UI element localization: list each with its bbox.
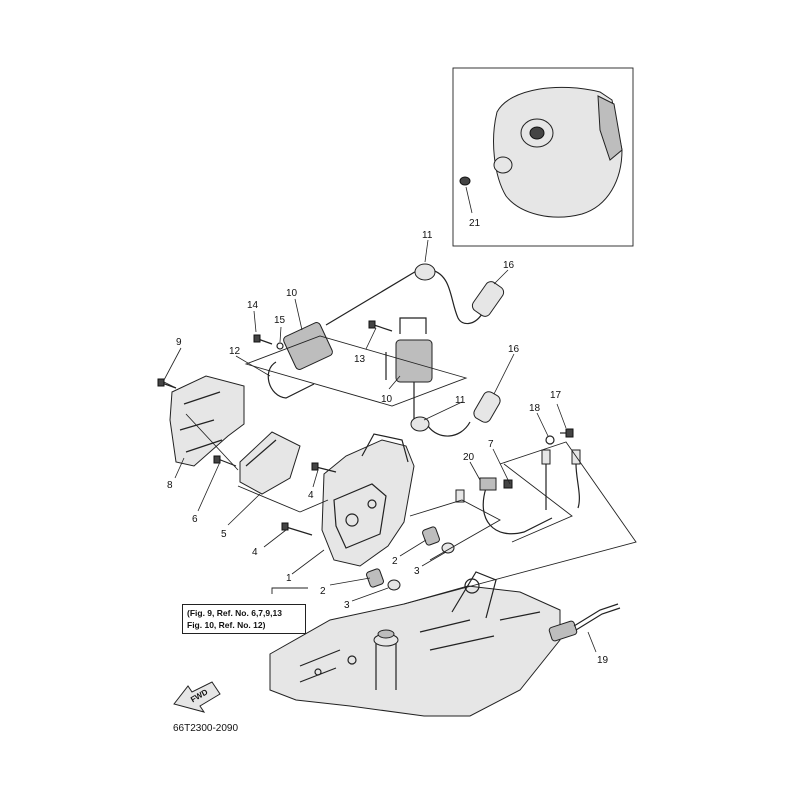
- ref-label-1: 1: [286, 573, 292, 584]
- fwd-arrow-icon: [173, 681, 221, 713]
- ref-label-13: 13: [354, 354, 366, 365]
- ref-label-3: 3: [414, 566, 420, 577]
- plug-21-icon: [459, 176, 471, 186]
- ref-label-19: 19: [597, 655, 609, 666]
- ref-label-15: 15: [274, 315, 286, 326]
- grommets-2: [366, 526, 440, 588]
- ref-label-11: 11: [422, 230, 433, 241]
- ref-label-4b: 4: [252, 547, 258, 558]
- ref-label-12: 12: [229, 346, 241, 357]
- ref-label-17: 17: [550, 390, 562, 401]
- ref-label-16: 16: [503, 260, 515, 271]
- ref-label-8: 8: [167, 480, 173, 491]
- base-plate-1: [321, 433, 415, 567]
- ref-label-9: 9: [176, 337, 182, 348]
- ref-label-10b: 10: [381, 394, 393, 405]
- ref-label-18: 18: [529, 403, 541, 414]
- ref-label-10: 10: [286, 288, 298, 299]
- ref-label-4: 4: [308, 490, 314, 501]
- ref-label-21: 21: [469, 218, 481, 229]
- power-head: [269, 571, 561, 717]
- ref-label-6: 6: [192, 514, 198, 525]
- bracket-8: [163, 375, 245, 467]
- inset-cover-view: [452, 67, 634, 247]
- leader-lines: [163, 239, 597, 653]
- sensor-19: [548, 603, 621, 642]
- ref-label-7: 7: [488, 439, 494, 450]
- drawing-code: 66T2300-2090: [173, 723, 239, 734]
- reference-numbers: 21 11 16 10 14 15 9 12 13 16 10 11 17 18…: [167, 218, 609, 704]
- ref-label-14: 14: [247, 300, 259, 311]
- ref-label-2b: 2: [320, 586, 326, 597]
- note-line-2: Fig. 10, Ref. No. 12): [187, 620, 266, 630]
- wire-harness: [455, 449, 581, 535]
- reference-lines: [185, 335, 637, 605]
- ref-label-11b: 11: [455, 395, 466, 406]
- collars-3: [387, 542, 455, 591]
- ignition-coil-lower: [385, 317, 501, 437]
- reference-note-box: (Fig. 9, Ref. No. 6,7,9,13 Fig. 10, Ref.…: [182, 604, 306, 634]
- ref-label-2: 2: [392, 556, 398, 567]
- note-line-1: (Fig. 9, Ref. No. 6,7,9,13: [187, 608, 282, 618]
- ref-label-16b: 16: [508, 344, 520, 355]
- ignition-coil-upper: [267, 263, 505, 399]
- ref-label-5: 5: [221, 529, 227, 540]
- ref-label-20: 20: [463, 452, 475, 463]
- cdi-unit-5: [239, 431, 301, 495]
- ref-label-3b: 3: [344, 600, 350, 611]
